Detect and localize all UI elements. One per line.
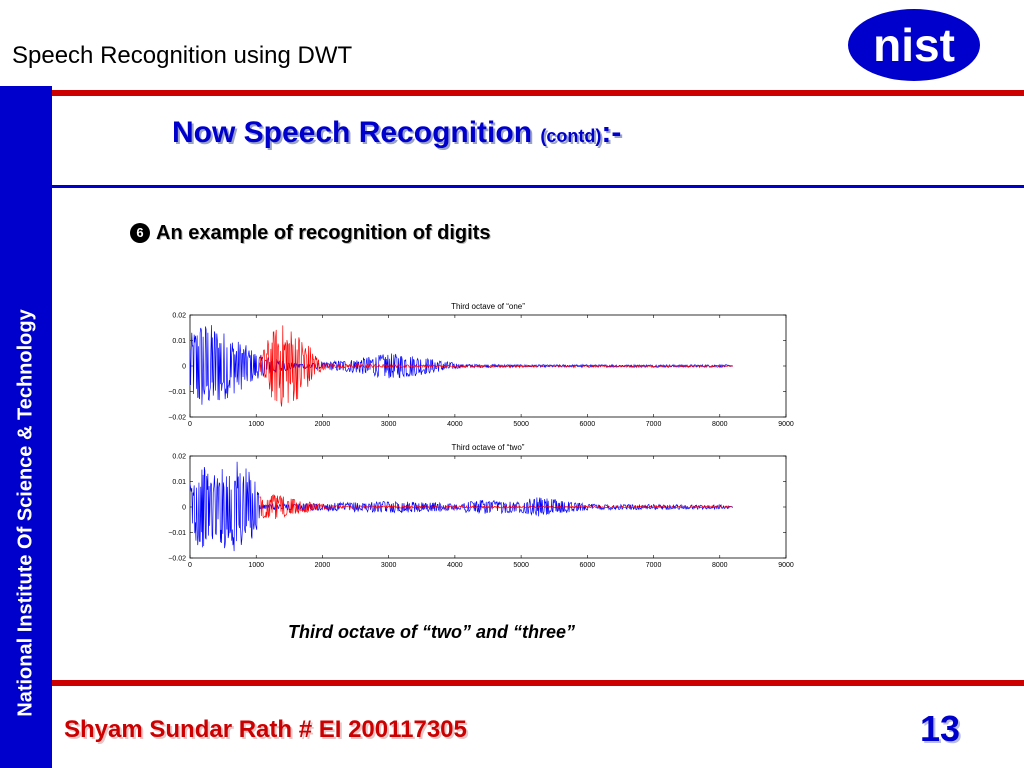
x-tick-label: 2000 [315,562,331,569]
y-tick-label: −0.02 [168,415,186,422]
y-tick-label: 0.02 [172,313,186,320]
slide-heading: Now Speech Recognition (contd):- [172,116,621,150]
heading-contd: (contd) [540,126,602,146]
series-waveform-1 [259,494,733,519]
x-tick-label: 6000 [580,421,596,428]
y-tick-label: −0.01 [168,389,186,396]
bullet-text: An example of recognition of digits [156,222,491,244]
x-tick-label: 8000 [712,562,728,569]
y-tick-label: 0.01 [172,479,186,486]
bullet-item: 6 An example of recognition of digits [130,222,490,245]
y-tick-label: −0.02 [168,556,186,563]
bottom-red-rule [52,680,1024,686]
figure-caption: Third octave of “two” and “three” [288,622,576,642]
x-tick-label: 5000 [513,562,529,569]
y-tick-label: 0 [182,364,186,371]
x-tick-label: 9000 [778,421,794,428]
x-tick-label: 6000 [580,562,596,569]
y-tick-label: 0.01 [172,338,186,345]
y-tick-label: 0.02 [172,454,186,461]
heading-main: Now Speech Recognition [172,116,541,149]
chart-title: Third octave of “one” [451,302,525,311]
x-tick-label: 3000 [381,421,397,428]
chart-third-octave-one: Third octave of “one” 0 1000 2000 3000 4000 50… [168,302,794,428]
y-tick-label: 0 [182,505,186,512]
nist-logo: nist [848,9,980,81]
logo-text: nist [873,19,955,71]
author-footer: Shyam Sundar Rath # EI 200117305 [64,716,467,743]
x-tick-label: 7000 [646,562,662,569]
x-tick-label: 8000 [712,421,728,428]
x-tick-label: 4000 [447,421,463,428]
page-number: 13 [920,708,961,749]
chart-title: Third octave of “two” [452,443,525,452]
x-tick-label: 1000 [248,562,264,569]
x-tick-label: 3000 [381,562,397,569]
series-waveform-1 [259,325,734,407]
y-tick-label: −0.01 [168,530,186,537]
x-tick-label: 5000 [513,421,529,428]
x-tick-label: 9000 [778,562,794,569]
x-tick-label: 0 [188,562,192,569]
x-tick-label: 7000 [646,421,662,428]
x-tick-label: 0 [188,421,192,428]
heading-blue-rule [52,185,1024,188]
x-tick-label: 1000 [248,421,264,428]
sidebar-institute-name: National Institute Of Science & Technolo… [14,309,37,717]
sidebar-band: National Institute Of Science & Technolo… [0,86,52,768]
bullet-number-icon: 6 [130,223,150,243]
chart-third-octave-two: Third octave of “two” 0 1000 2000 3000 4000 50… [168,443,794,569]
header-title: Speech Recognition using DWT [12,42,353,69]
x-tick-label: 2000 [315,421,331,428]
top-red-rule [52,90,1024,96]
x-tick-label: 4000 [447,562,463,569]
heading-suffix: :- [601,116,622,149]
